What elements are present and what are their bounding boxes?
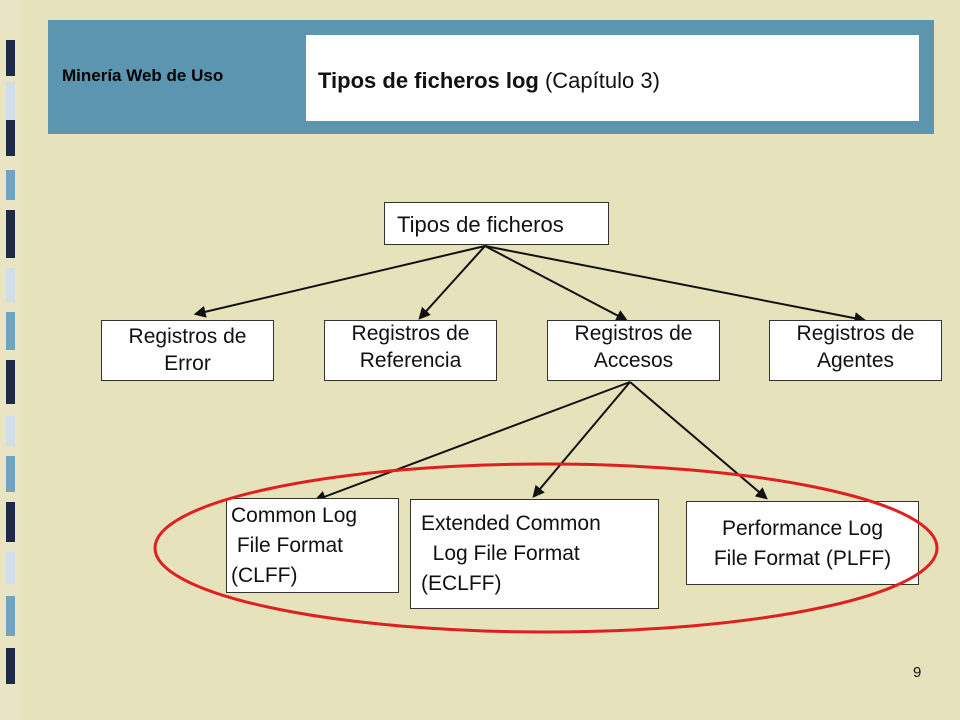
node-root: Tipos de ficheros: [384, 202, 609, 245]
strip-block: [6, 120, 15, 156]
strip-block: [6, 360, 15, 404]
arrow-accesos-plff: [629, 381, 768, 500]
strip-block: [6, 456, 15, 492]
node-error-label: Registros de Error: [128, 325, 247, 375]
arrow-root-error: [193, 245, 486, 318]
node-registros-referencia: Registros de Referencia: [324, 320, 497, 381]
strip-block: [6, 648, 15, 684]
node-root-label: Tipos de ficheros: [397, 212, 564, 237]
node-eclff-label: Extended Common Log File Format (ECLFF): [421, 512, 601, 595]
strip-block: [6, 312, 15, 350]
node-eclff: Extended Common Log File Format (ECLFF): [410, 499, 659, 609]
node-plff: Performance Log File Format (PLFF): [686, 501, 919, 585]
strip-block: [6, 40, 15, 76]
node-registros-accesos: Registros de Accesos: [547, 320, 720, 381]
strip-block: [6, 268, 15, 302]
strip-block: [6, 596, 15, 636]
node-accesos-label: Registros de Accesos: [574, 322, 693, 372]
node-plff-label: Performance Log File Format (PLFF): [713, 517, 892, 570]
node-referencia-label: Registros de Referencia: [351, 322, 470, 372]
arrow-root-agentes: [484, 245, 867, 325]
strip-block: [6, 82, 15, 122]
node-registros-error: Registros de Error: [101, 320, 274, 381]
node-agentes-label: Registros de Agentes: [796, 322, 915, 372]
title-bold: Tipos de ficheros log: [318, 68, 539, 93]
arrow-accesos-clff: [313, 381, 631, 503]
page-number: 9: [913, 664, 922, 681]
highlight-ellipse: [153, 462, 939, 634]
left-decorative-strip: [0, 0, 20, 720]
strip-block: [6, 552, 15, 584]
strip-block: [6, 416, 15, 446]
node-clff: Common Log File Format (CLFF): [226, 498, 399, 593]
title-box: [306, 35, 919, 121]
node-registros-agentes: Registros de Agentes: [769, 320, 942, 381]
strip-block: [6, 210, 15, 258]
arrow-root-referencia: [418, 245, 486, 320]
strip-block: [6, 170, 15, 200]
section-label: Minería Web de Uso: [62, 66, 224, 85]
node-clff-label: Common Log File Format (CLFF): [231, 504, 358, 587]
title-rest: (Capítulo 3): [538, 68, 660, 93]
arrow-root-accesos: [484, 245, 629, 322]
strip-block: [6, 502, 15, 542]
slide-title: Tipos de ficheros log (Capítulo 3): [318, 68, 660, 94]
arrow-accesos-eclff: [532, 381, 631, 498]
